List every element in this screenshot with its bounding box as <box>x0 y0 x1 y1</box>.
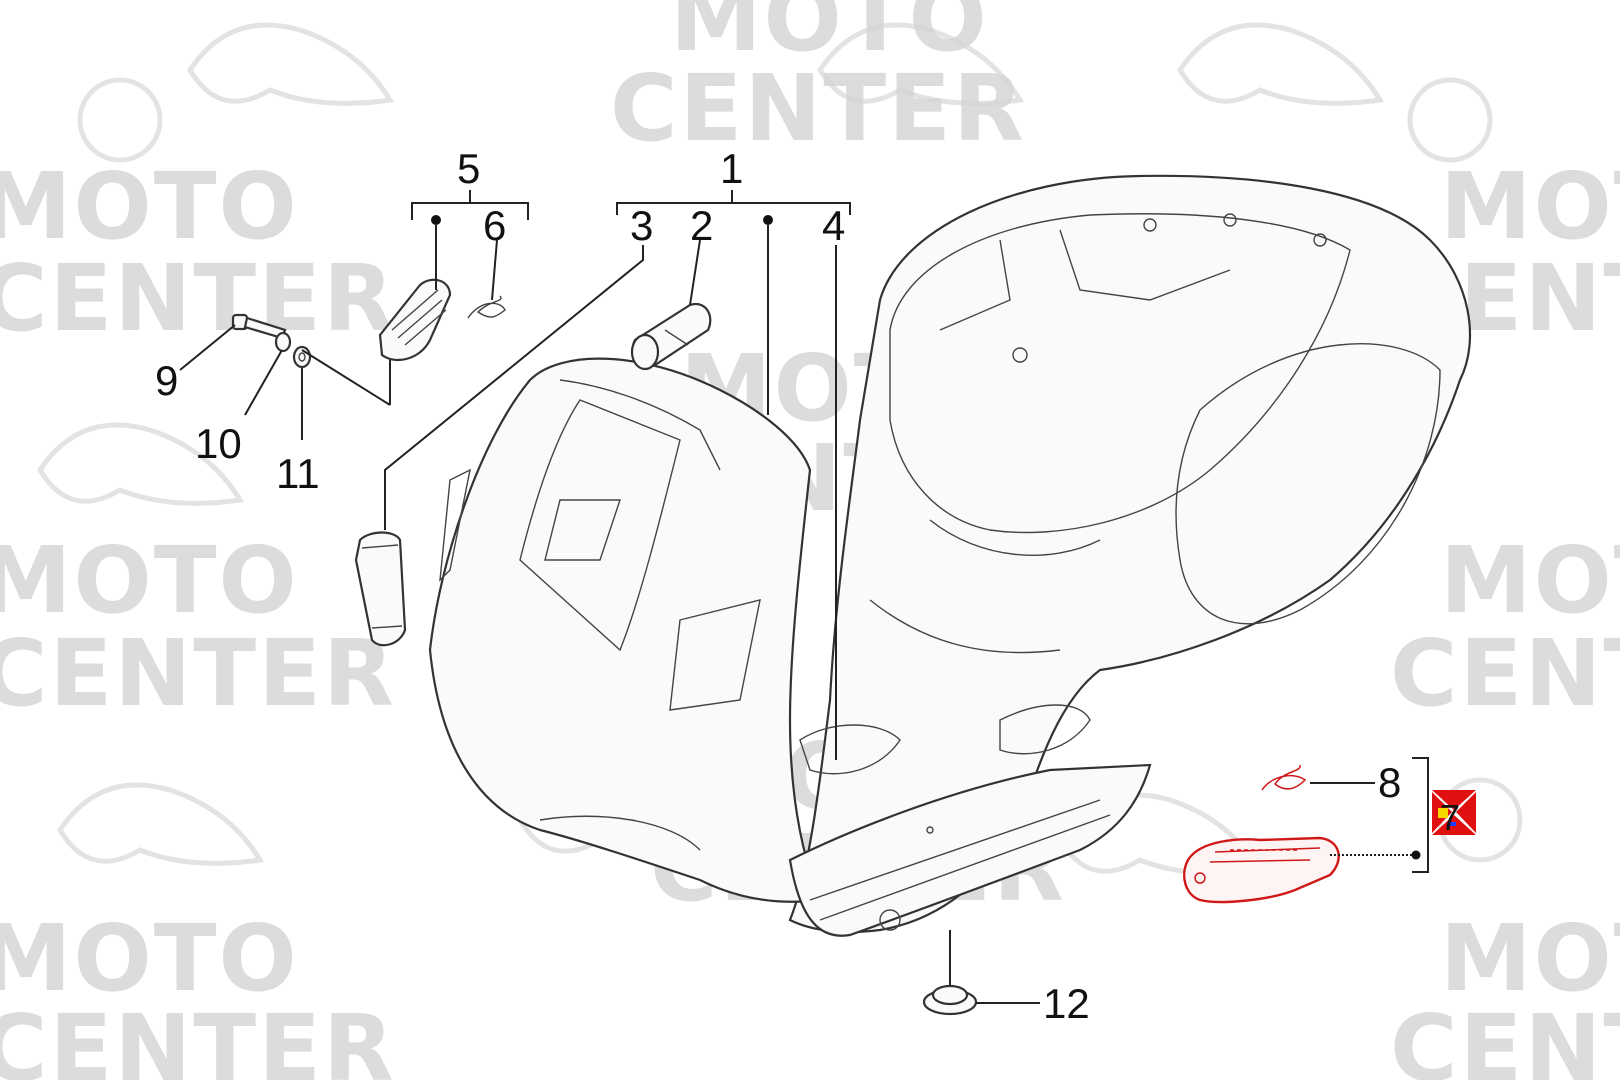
callout-5: 5 <box>457 145 480 192</box>
part-6-spring[interactable] <box>467 295 506 319</box>
target-marker-icon <box>1432 790 1476 835</box>
part-8-spring-highlighted[interactable] <box>1261 764 1307 791</box>
callout-12: 12 <box>1043 980 1090 1027</box>
watermark-center-text: CENTER <box>0 620 396 727</box>
part-9-screw[interactable] <box>231 313 287 340</box>
watermark-moto-text: MOTO <box>0 527 299 634</box>
callout-8: 8 <box>1378 759 1401 806</box>
callout-3: 3 <box>630 202 653 249</box>
callout-6: 6 <box>483 202 506 249</box>
watermark-moto-text: MOTO <box>0 905 299 1012</box>
body-leg-shield <box>428 357 822 903</box>
part-10-washer[interactable] <box>274 331 292 353</box>
body-side-panel <box>1175 343 1441 625</box>
watermark-moto-text: MOTO <box>1440 905 1620 1012</box>
body-inner-opening <box>889 213 1351 534</box>
part-12-grommet[interactable] <box>922 984 978 1016</box>
callout-7-highlighted[interactable]: 7 <box>1432 790 1476 838</box>
body-floorboard <box>788 763 1152 937</box>
watermark-moto-text: MOTO <box>0 153 299 260</box>
body-frame-part[interactable] <box>428 174 1472 937</box>
watermark-moto-text: MOTO <box>1440 527 1620 634</box>
part-2-lock-cylinder[interactable] <box>630 302 712 371</box>
callout-10: 10 <box>195 420 242 467</box>
callout-9: 9 <box>155 357 178 404</box>
callout-11: 11 <box>276 450 320 497</box>
callout-1: 1 <box>720 145 743 192</box>
watermark-center-text: CENTER <box>610 55 1026 162</box>
part-7-latch-highlighted[interactable] <box>1183 836 1340 904</box>
callout-7: 7 <box>1440 797 1460 838</box>
callout-4: 4 <box>822 202 845 249</box>
part-5-latch[interactable] <box>378 278 452 362</box>
part-3-grip[interactable] <box>354 531 407 647</box>
watermark-center-text: CENTER <box>1390 620 1620 727</box>
watermark-center-text: CENTER <box>1390 995 1620 1080</box>
watermark-center-text: CENTER <box>0 245 396 352</box>
callout-labels: 1 2 3 4 5 6 9 10 11 12 8 <box>155 145 1401 1027</box>
watermark-center-text: CENTER <box>0 995 396 1080</box>
callout-2: 2 <box>690 202 713 249</box>
leader-lines <box>179 190 1429 1004</box>
watermark-moto-text: MOTO <box>1440 153 1620 260</box>
watermark-moto-text: MOTO <box>670 0 989 72</box>
